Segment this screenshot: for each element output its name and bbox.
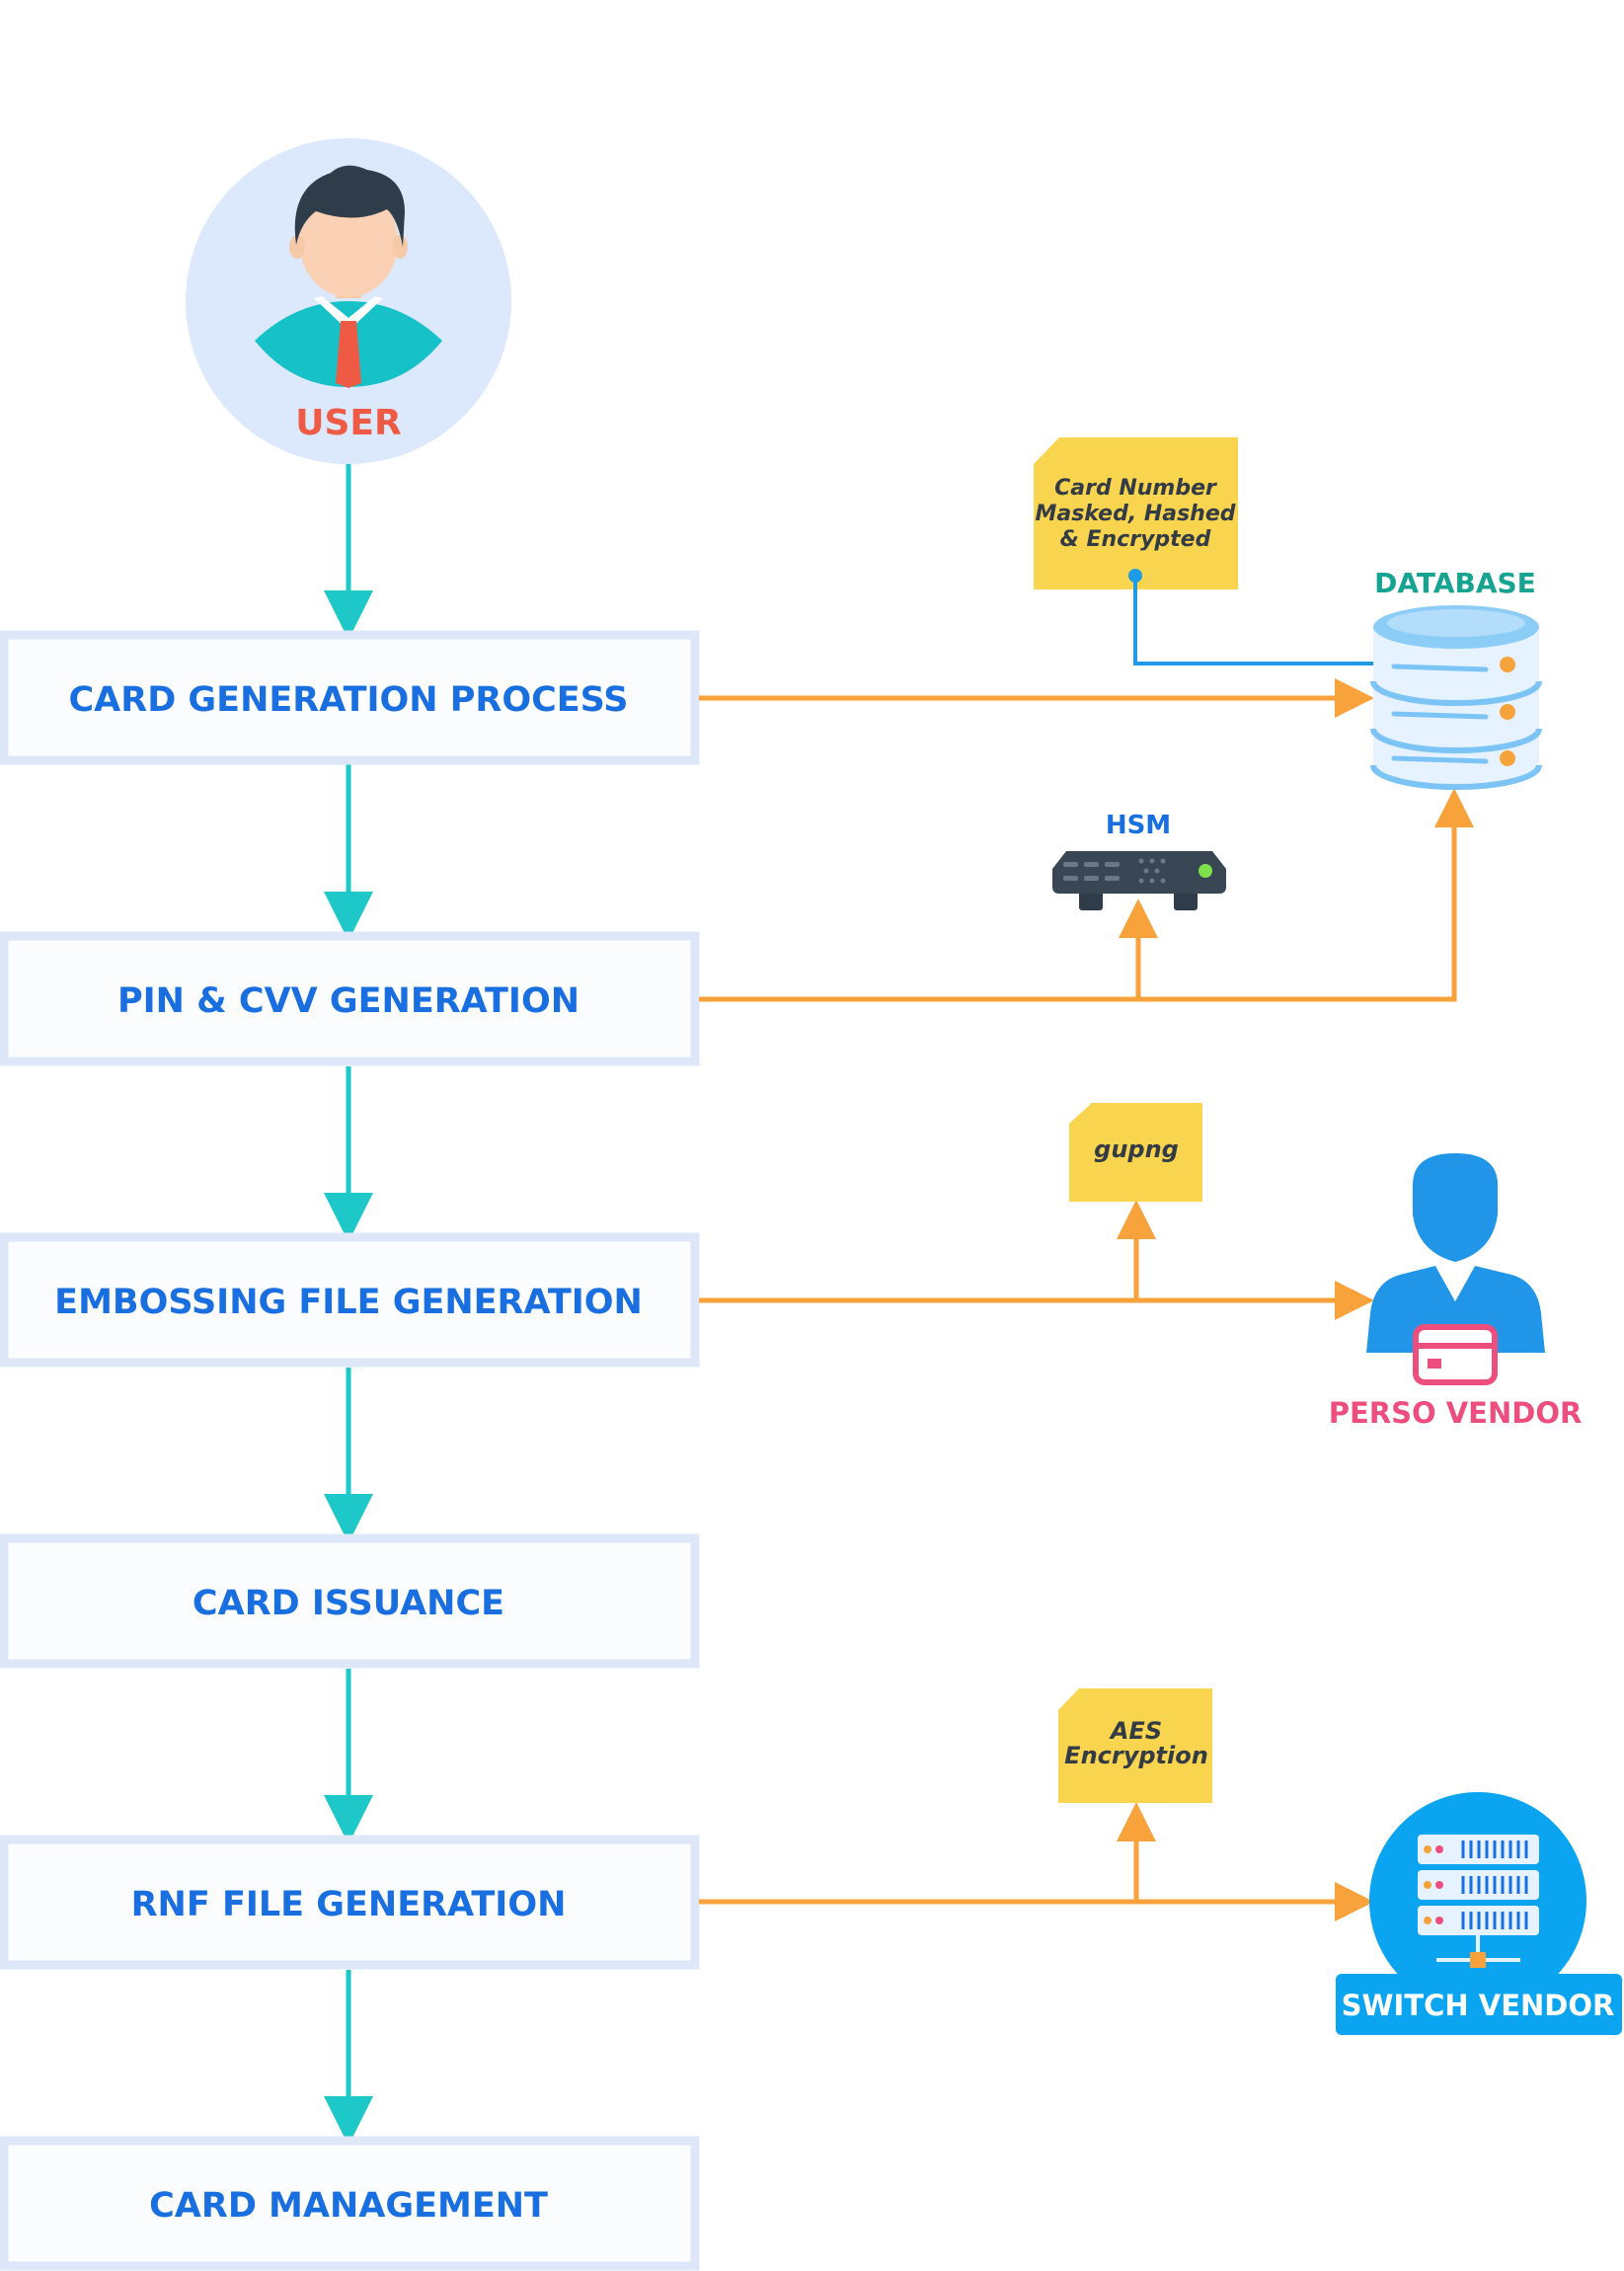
hsm-device-icon bbox=[1052, 851, 1226, 910]
switch-vendor-label: SWITCH VENDOR bbox=[1342, 1989, 1615, 2022]
step-rnf-file-generation[interactable]: RNF FILE GENERATION bbox=[0, 1835, 700, 1970]
step-card-issuance[interactable]: CARD ISSUANCE bbox=[0, 1533, 700, 1669]
note-card-number-line-2: Masked, Hashed bbox=[1035, 502, 1235, 526]
note-gupng: gupng bbox=[1069, 1103, 1202, 1202]
branch-connectors bbox=[699, 678, 1474, 1921]
step-label: CARD GENERATION PROCESS bbox=[68, 680, 628, 720]
step-card-generation-process[interactable]: CARD GENERATION PROCESS bbox=[0, 630, 700, 765]
perso-vendor-icon bbox=[1366, 1153, 1545, 1353]
user-node: USER bbox=[186, 138, 511, 464]
note-aes: AES Encryption bbox=[1058, 1688, 1212, 1803]
note-gupng-text: gupng bbox=[1094, 1136, 1179, 1163]
switch-vendor-node: SWITCH VENDOR bbox=[1336, 1792, 1622, 2035]
note-card-number-link bbox=[1133, 576, 1384, 666]
hsm-label: HSM bbox=[1106, 811, 1171, 840]
credit-card-icon bbox=[1413, 1324, 1498, 1385]
note-aes-line-2: Encryption bbox=[1064, 1742, 1208, 1769]
step-label: CARD ISSUANCE bbox=[193, 1584, 504, 1623]
note-card-number: Card Number Masked, Hashed & Encrypted bbox=[1034, 437, 1392, 671]
step-pin-cvv-generation[interactable]: PIN & CVV GENERATION bbox=[0, 931, 700, 1066]
database-node: DATABASE bbox=[1370, 567, 1542, 790]
switch-vendor-banner bbox=[1336, 1974, 1622, 2035]
connector-step2-to-database bbox=[699, 788, 1474, 1002]
step-card-management[interactable]: CARD MANAGEMENT bbox=[0, 2136, 700, 2271]
step-label: PIN & CVV GENERATION bbox=[117, 981, 580, 1021]
step-label: CARD MANAGEMENT bbox=[149, 2186, 548, 2226]
step-embossing-file-generation[interactable]: EMBOSSING FILE GENERATION bbox=[0, 1232, 700, 1368]
step-label: RNF FILE GENERATION bbox=[131, 1885, 567, 1924]
user-label: USER bbox=[295, 403, 401, 443]
note-aes-line-1: AES bbox=[1109, 1717, 1162, 1745]
perso-vendor-node: PERSO VENDOR bbox=[1329, 1153, 1583, 1430]
note-card-number-line-3: & Encrypted bbox=[1060, 527, 1211, 552]
note-card-number-line-1: Card Number bbox=[1054, 476, 1217, 501]
user-avatar-icon bbox=[255, 165, 442, 388]
step-label: EMBOSSING FILE GENERATION bbox=[54, 1283, 643, 1322]
server-rack-icon bbox=[1418, 1835, 1539, 1968]
database-label: DATABASE bbox=[1374, 567, 1536, 599]
hsm-node: HSM bbox=[1052, 811, 1226, 910]
perso-vendor-label: PERSO VENDOR bbox=[1329, 1396, 1583, 1430]
database-icon bbox=[1370, 605, 1542, 790]
